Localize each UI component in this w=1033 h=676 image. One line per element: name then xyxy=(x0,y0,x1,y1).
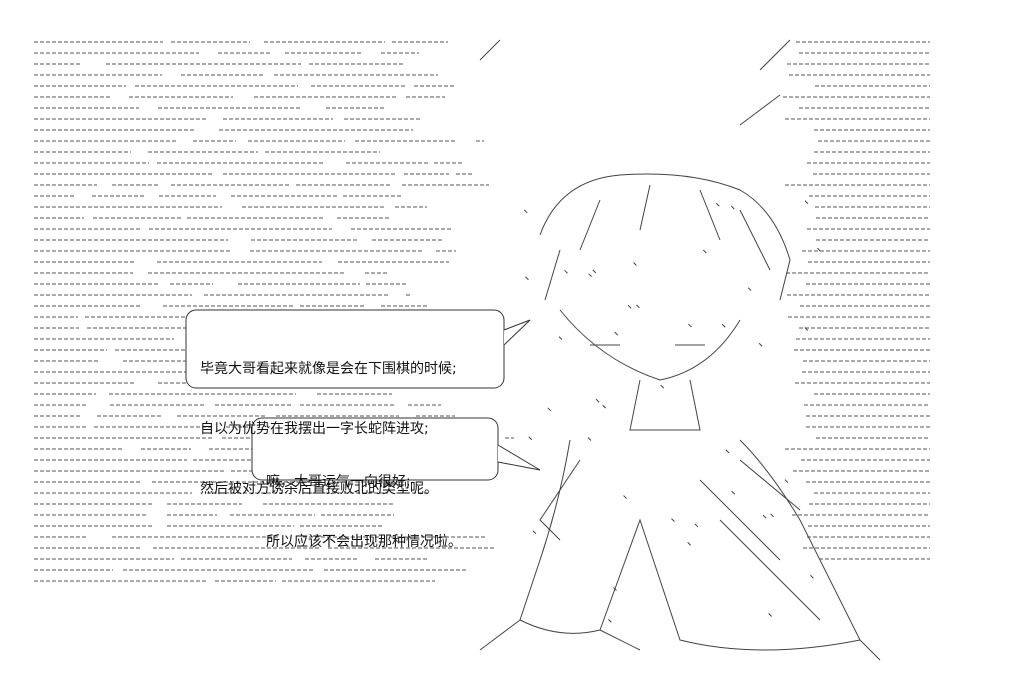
detail-mark xyxy=(768,613,772,617)
detail-mark xyxy=(587,437,592,441)
detail-mark xyxy=(532,530,537,535)
detail-mark xyxy=(558,336,563,341)
detail-mark xyxy=(660,384,665,389)
neck xyxy=(629,379,701,431)
detail-mark xyxy=(687,541,692,546)
detail-mark xyxy=(525,276,529,281)
detail-mark xyxy=(588,273,593,278)
detail-mark xyxy=(623,495,627,499)
detail-mark xyxy=(762,514,767,519)
detail-mark xyxy=(804,327,809,331)
bubble-top-line-3: 然后被对方诱杀后直接败北的类型呢。 xyxy=(200,481,438,497)
detail-mark xyxy=(602,404,607,409)
detail-mark xyxy=(607,619,612,623)
detail-mark xyxy=(688,323,692,328)
diagonal-stroke xyxy=(479,39,501,61)
detail-mark xyxy=(770,513,774,518)
diagonal-stroke xyxy=(759,39,791,71)
bubble-bottom-line-1: 嘛，大哥运气一向很好; xyxy=(266,474,411,490)
detail-mark xyxy=(595,398,600,403)
detail-mark xyxy=(528,436,533,441)
detail-mark xyxy=(627,304,632,309)
face-outline xyxy=(559,309,741,381)
hair-strands xyxy=(544,184,771,301)
detail-mark xyxy=(731,490,736,495)
detail-mark xyxy=(725,449,730,454)
detail-mark xyxy=(694,523,699,528)
detail-mark xyxy=(613,587,617,591)
detail-mark xyxy=(702,249,707,254)
dress-folds xyxy=(699,479,821,621)
detail-mark xyxy=(817,247,821,252)
bubble-top-tail xyxy=(503,319,531,346)
character-figure xyxy=(479,39,881,661)
detail-mark xyxy=(731,205,735,210)
detail-mark xyxy=(671,518,675,522)
detail-mark xyxy=(784,479,789,483)
detail-mark xyxy=(758,342,763,347)
detail-mark xyxy=(721,323,726,328)
speech-bubble-top: 毕竟大哥看起来就像是会在下围棋的时候; 自以为优势在我摆出一字长蛇阵进攻; 然后… xyxy=(200,319,457,519)
speech-bubbles xyxy=(185,309,541,481)
detail-mark xyxy=(633,262,637,266)
bubble-top-line-1: 毕竟大哥看起来就像是会在下围棋的时候; xyxy=(200,361,457,377)
background-speed-lines xyxy=(34,41,930,582)
detail-mark xyxy=(636,304,640,309)
detail-mark xyxy=(810,574,814,579)
bubble-top-line-2: 自以为优势在我摆出一字长蛇阵进攻; xyxy=(200,421,429,437)
bubble-bottom-tail xyxy=(497,444,541,471)
detail-mark xyxy=(564,269,568,274)
bubble-bottom-line-2: 所以应该不会出现那种情况啦。 xyxy=(266,534,462,550)
body-outline xyxy=(519,439,861,651)
detail-mark xyxy=(747,287,752,292)
speech-bubble-bottom: 嘛，大哥运气一向很好; 所以应该不会出现那种情况啦。 xyxy=(266,432,462,572)
detail-mark xyxy=(592,269,597,274)
detail-mark xyxy=(547,407,552,412)
diagonal-stroke xyxy=(739,94,781,126)
hair-outline xyxy=(539,173,791,301)
detail-mark xyxy=(715,202,720,207)
detail-mark xyxy=(523,209,528,214)
detail-mark xyxy=(614,331,619,336)
arms xyxy=(539,459,801,541)
skirt-hem xyxy=(479,619,881,661)
bubble-top-frame xyxy=(185,309,505,389)
detail-mark xyxy=(804,200,809,205)
